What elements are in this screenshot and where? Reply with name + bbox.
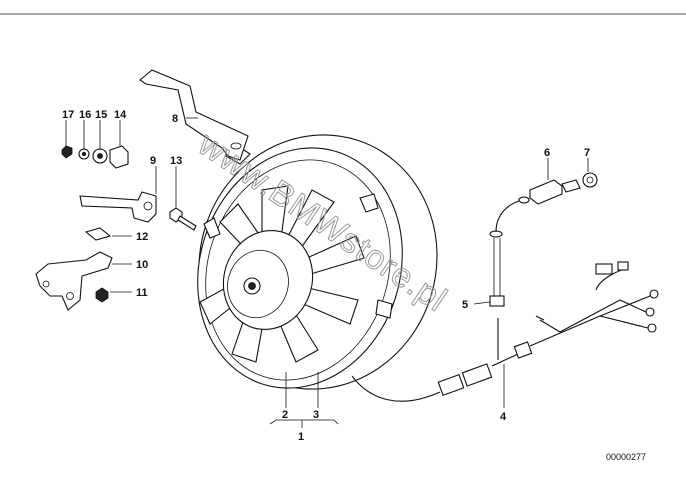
cable-holder-5 (489, 295, 505, 307)
leader-5 (473, 301, 491, 305)
connector-plug (437, 373, 465, 397)
bracket-hole (230, 142, 242, 150)
fastener-stack (61, 145, 129, 169)
bolt-13 (169, 207, 197, 231)
harness-branch-b (559, 299, 647, 333)
callout-7: 7 (584, 147, 590, 159)
terminal-ring (647, 323, 657, 333)
callout-9: 9 (150, 155, 156, 167)
bolt-11 (95, 287, 109, 303)
fan-motor-housing (222, 229, 314, 331)
temperature-switch-6 (529, 172, 598, 205)
callout-3: 3 (313, 409, 319, 421)
side-mounting-bracket (79, 191, 157, 223)
callout-16: 16 (79, 109, 91, 121)
washer-hole (97, 153, 103, 159)
callout-1: 1 (298, 431, 304, 443)
callout-12: 12 (136, 231, 148, 243)
sensor-terminal (518, 196, 530, 204)
shroud-tab-lower (375, 299, 393, 319)
switch-body (529, 179, 563, 205)
fan-cable (351, 375, 441, 402)
sealing-ring-7 (582, 172, 598, 188)
callout-17: 17 (62, 109, 74, 121)
lower-mounting-bracket (35, 251, 113, 311)
rubber-mount-14 (109, 145, 129, 169)
callout-13: 13 (170, 155, 182, 167)
callout-10: 10 (136, 259, 148, 271)
nut-17 (61, 145, 73, 159)
harness-branch-a (529, 295, 651, 347)
diagram-code: 00000277 (606, 452, 646, 462)
fan-shroud-inner (205, 159, 391, 381)
bolt-shank (177, 215, 197, 231)
bracket-hole (66, 292, 74, 300)
callout-14: 14 (114, 109, 127, 121)
terminal-block (595, 263, 613, 275)
shroud-tab-left (203, 217, 221, 239)
harness-wire (491, 353, 519, 367)
harness-branch-d (539, 319, 561, 333)
sensor-lead (493, 238, 501, 296)
leader-lines (65, 117, 589, 428)
callout-5: 5 (462, 299, 468, 311)
upper-mounting-bracket (139, 69, 249, 161)
callout-11: 11 (136, 287, 148, 299)
sensor-wire (495, 199, 523, 233)
callout-labels: 17 16 15 14 8 9 13 12 10 11 6 7 5 4 2 3 … (62, 109, 590, 443)
terminal-spade (535, 315, 545, 321)
callout-2: 2 (282, 409, 288, 421)
fan-motor-face (227, 249, 289, 319)
callout-15: 15 (95, 109, 107, 121)
switch-thread (561, 179, 581, 193)
callout-4: 4 (500, 411, 507, 423)
callout-8: 8 (172, 113, 178, 125)
connector-socket (461, 363, 493, 387)
terminal-block (617, 261, 629, 271)
bracket-9 (79, 191, 157, 223)
bracket-hole (143, 201, 153, 211)
fan-hub-nut (248, 282, 256, 290)
harness-connector (513, 341, 533, 359)
bracket-hole (42, 280, 50, 288)
washer-hole (81, 151, 87, 157)
terminal-ring (649, 289, 659, 299)
hex-bolt (95, 287, 109, 303)
bracket-1 (269, 419, 339, 425)
bracket-10 (35, 251, 113, 311)
bracket-8 (139, 69, 249, 161)
ring-hole (586, 176, 594, 184)
fan-assembly (197, 134, 438, 390)
wiring-harness (351, 196, 659, 402)
plate-12 (84, 227, 112, 241)
terminal-ring (645, 307, 655, 317)
shroud-tab-right (359, 193, 379, 213)
callout-6: 6 (544, 147, 550, 159)
harness-branch-c (599, 315, 649, 329)
